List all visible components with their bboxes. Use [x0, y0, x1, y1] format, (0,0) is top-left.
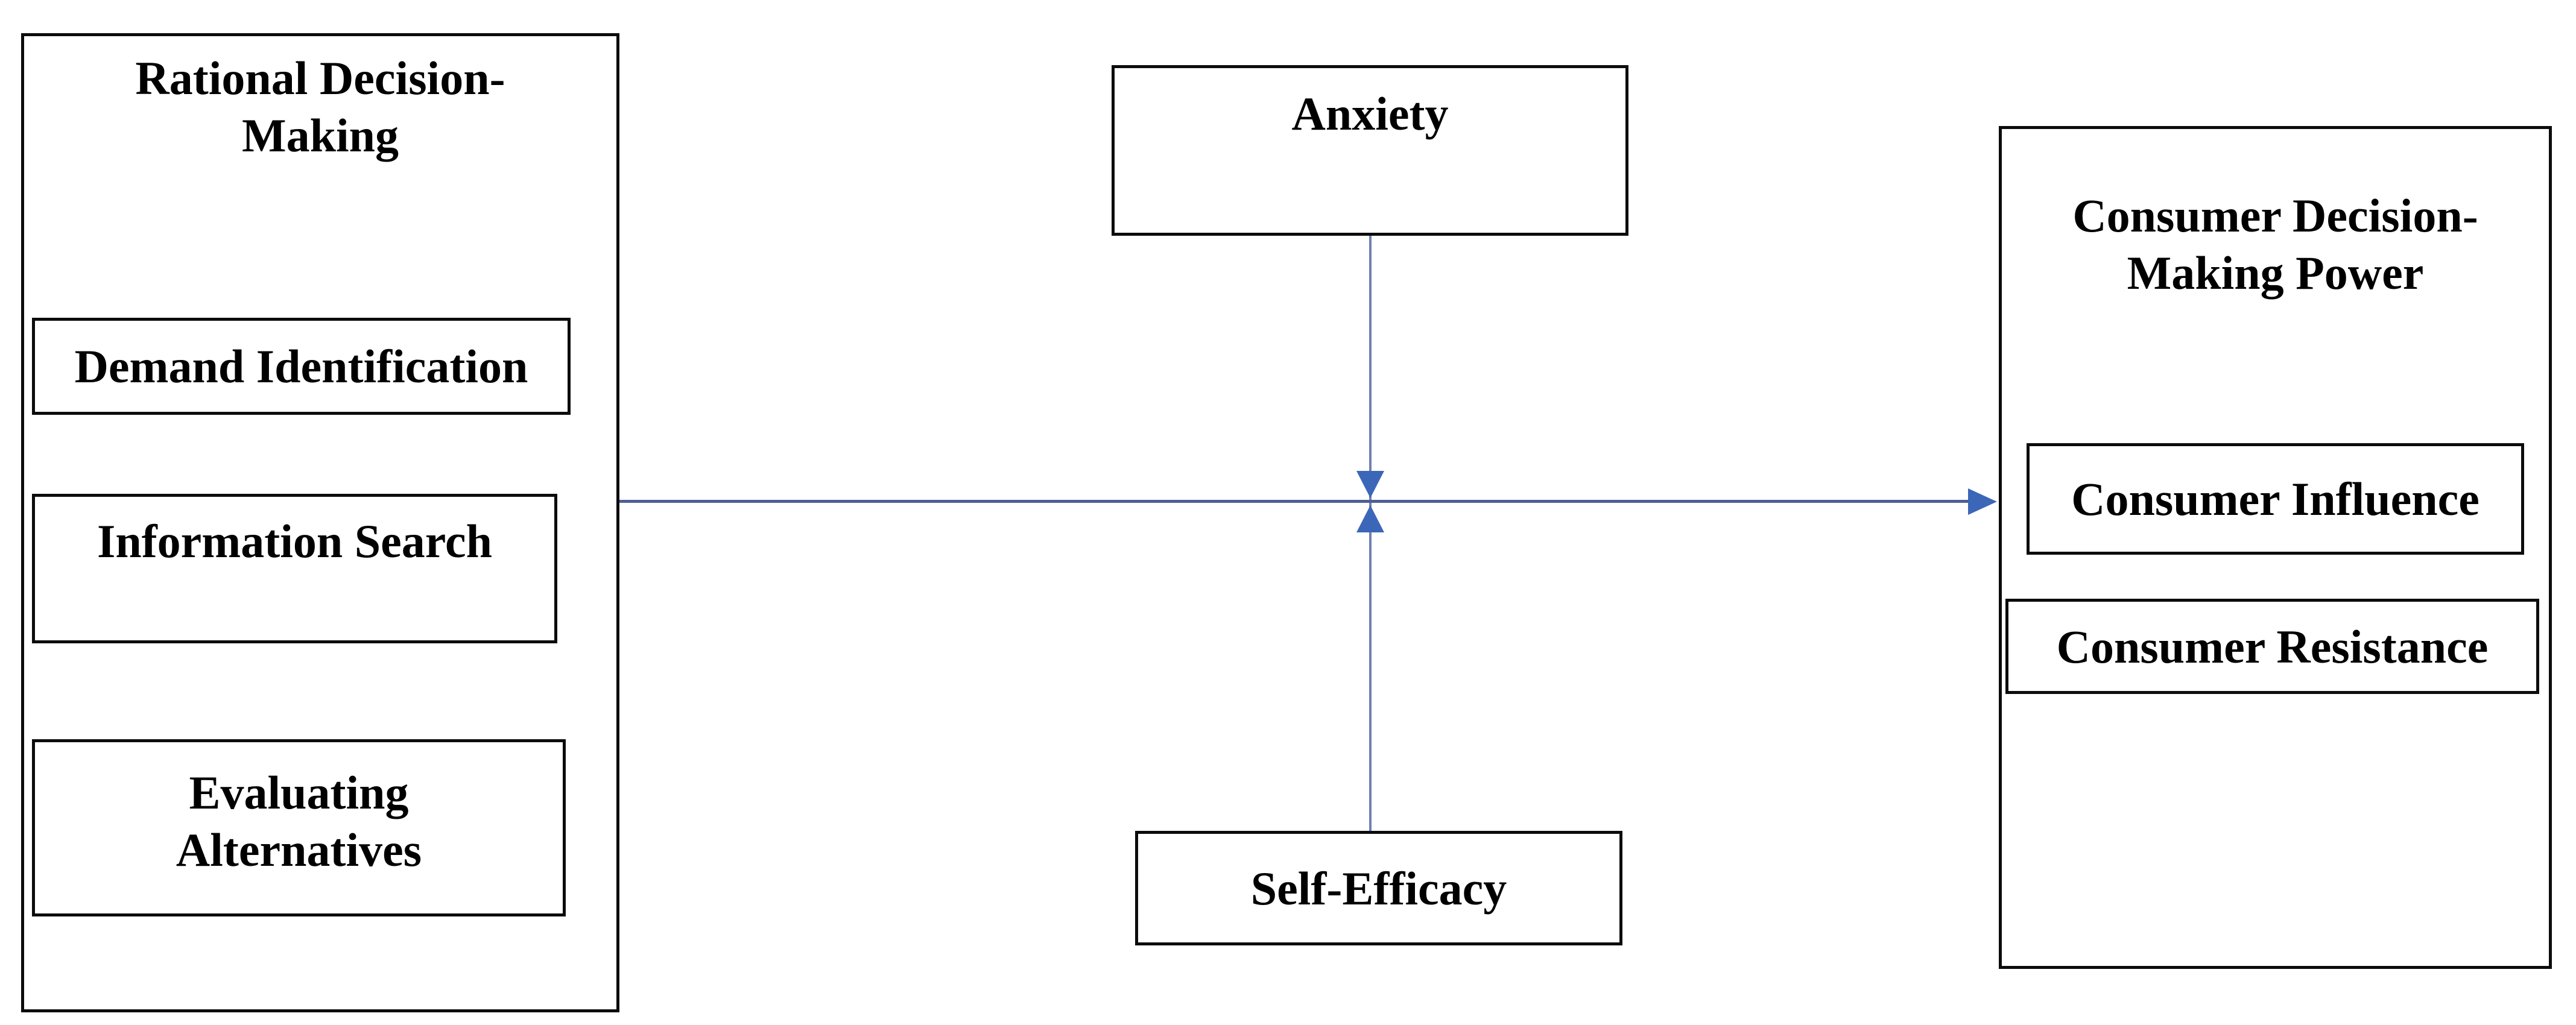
consumer-resistance-box: Consumer Resistance [2005, 599, 2539, 694]
arrow-up-icon [1356, 505, 1384, 532]
anxiety-connector-line [1369, 236, 1372, 500]
demand-identification-label: Demand Identification [74, 340, 528, 393]
consumer-resistance-label: Consumer Resistance [2056, 620, 2489, 673]
consumer-influence-label: Consumer Influence [2071, 473, 2479, 525]
arrow-down-icon [1356, 471, 1384, 498]
left-panel-title: Rational Decision- Making [24, 36, 616, 164]
evaluating-alternatives-line2: Alternatives [176, 824, 422, 876]
main-effect-connector-line [619, 500, 1970, 503]
evaluating-alternatives-box: Evaluating Alternatives [32, 739, 566, 916]
information-search-label: Information Search [97, 515, 493, 567]
self-efficacy-box: Self-Efficacy [1135, 831, 1622, 945]
demand-identification-box: Demand Identification [32, 318, 571, 415]
right-panel-title: Consumer Decision- Making Power [2002, 129, 2549, 301]
consumer-influence-box: Consumer Influence [2027, 443, 2524, 555]
right-panel-title-line1: Consumer Decision- [2072, 189, 2478, 242]
information-search-box: Information Search [32, 494, 557, 643]
anxiety-label: Anxiety [1291, 87, 1449, 140]
self-efficacy-label: Self-Efficacy [1250, 862, 1507, 915]
self-efficacy-connector-line [1369, 503, 1372, 831]
evaluating-alternatives-line1: Evaluating [189, 766, 409, 819]
left-panel-title-line2: Making [241, 109, 399, 162]
anxiety-box: Anxiety [1112, 65, 1628, 236]
left-panel-title-line1: Rational Decision- [135, 52, 505, 104]
arrow-right-icon [1968, 488, 1997, 515]
right-panel-title-line2: Making Power [2127, 247, 2424, 299]
